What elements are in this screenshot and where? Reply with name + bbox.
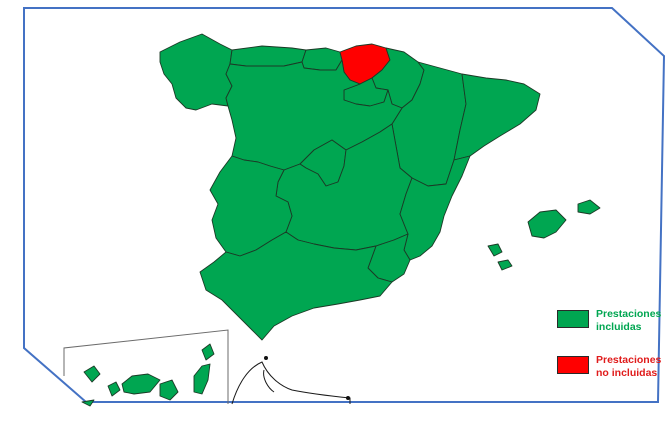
legend-label-included: Prestaciones incluidas [596, 308, 662, 333]
region-cataluna[interactable] [453, 73, 541, 161]
ceuta-marker [264, 356, 268, 360]
legend-label-excluded: Prestaciones no incluidas [596, 354, 662, 379]
legend-swatch-included [557, 310, 589, 328]
regions-layer [81, 33, 601, 407]
region-islas-canarias[interactable] [81, 343, 215, 407]
region-cantabria[interactable] [301, 47, 343, 71]
legend-excluded: Prestaciones no incluidas [557, 354, 661, 380]
map-frame [23, 7, 666, 403]
region-galicia[interactable] [159, 33, 233, 111]
africa-coastline [263, 369, 275, 393]
region-andalucia[interactable] [199, 231, 393, 341]
melilla-marker [346, 396, 350, 400]
region-islas-baleares[interactable] [487, 199, 601, 271]
legend-included: Prestaciones incluidas [557, 308, 661, 334]
region-comunidad-valenciana[interactable] [399, 155, 471, 261]
strait-coastline [231, 361, 351, 405]
legend-swatch-excluded [557, 356, 589, 374]
region-asturias[interactable] [229, 45, 307, 67]
canary-inset-border [63, 329, 229, 404]
